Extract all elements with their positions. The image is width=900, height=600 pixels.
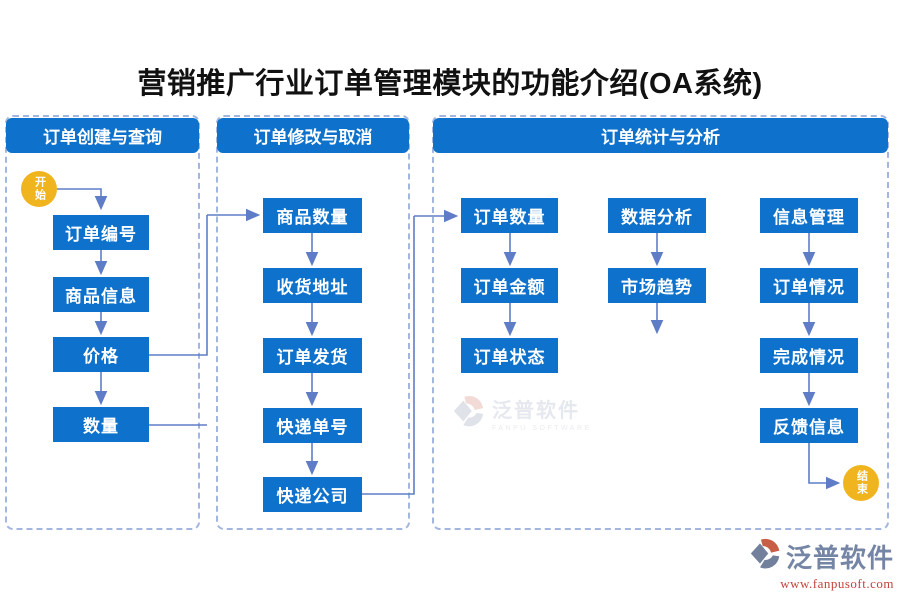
footer-brand: 泛普软件	[785, 542, 894, 573]
flow-node-price: 价格	[53, 337, 149, 372]
flow-node-market-trend: 市场趋势	[608, 268, 706, 303]
section-header-order-create-query: 订单创建与查询	[6, 118, 199, 153]
page-title: 营销推广行业订单管理模块的功能介绍(OA系统)	[137, 68, 763, 100]
end-terminal-label: 结束	[855, 470, 868, 496]
flow-node-info-management: 信息管理	[760, 198, 858, 233]
flow-node-tracking-number: 快递单号	[263, 408, 362, 443]
flow-node-courier-company: 快递公司	[263, 477, 362, 512]
center-watermark-tagline: FANPU SOFTWARE	[492, 425, 592, 432]
footer-watermark: 泛普软件 www.fanpusoft.com	[734, 537, 894, 592]
flow-node-feedback-info: 反馈信息	[760, 408, 858, 443]
footer-url[interactable]: www.fanpusoft.com	[780, 576, 894, 591]
flow-node-completion-status: 完成情况	[760, 338, 858, 373]
flow-node-delivery-address: 收货地址	[263, 268, 362, 303]
fanpu-logo-icon	[452, 394, 486, 433]
flow-node-order-amount: 订单金额	[461, 268, 558, 303]
flow-node-data-analysis: 数据分析	[608, 198, 706, 233]
flow-node-product-quantity: 商品数量	[263, 198, 362, 233]
flow-node-order-situation: 订单情况	[760, 268, 858, 303]
center-watermark-brand: 泛普软件	[492, 400, 580, 422]
fanpu-logo-icon	[749, 537, 782, 575]
flow-node-order-number: 订单编号	[53, 215, 149, 250]
section-header-order-stats-analysis: 订单统计与分析	[433, 118, 888, 153]
center-watermark: 泛普软件 FANPU SOFTWARE	[452, 394, 612, 433]
start-terminal-label: 开始	[33, 176, 46, 202]
start-terminal: 开始	[21, 171, 57, 207]
flow-node-order-count: 订单数量	[461, 198, 558, 233]
flow-node-quantity: 数量	[53, 407, 149, 442]
section-header-order-modify-cancel: 订单修改与取消	[217, 118, 409, 153]
end-terminal: 结束	[843, 465, 879, 501]
section-order-stats-analysis	[432, 115, 889, 530]
flow-node-order-status: 订单状态	[461, 338, 558, 373]
flow-node-order-shipping: 订单发货	[263, 338, 362, 373]
section-order-modify-cancel	[216, 115, 410, 530]
flow-node-product-info: 商品信息	[53, 277, 149, 312]
